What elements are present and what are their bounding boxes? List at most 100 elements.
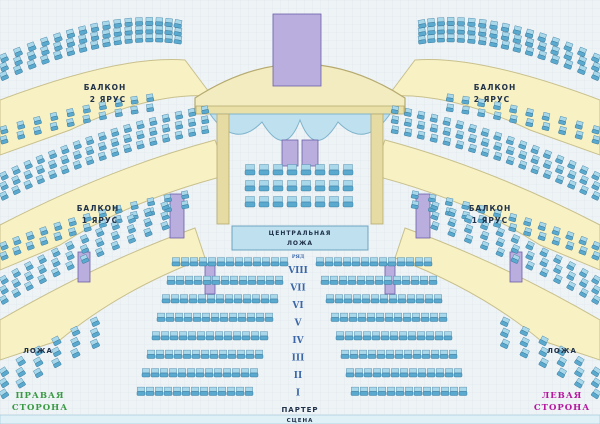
seat[interactable] <box>404 386 414 396</box>
seat[interactable] <box>431 386 441 396</box>
seat[interactable] <box>427 34 436 44</box>
seat[interactable] <box>95 237 105 248</box>
seat[interactable] <box>350 386 360 396</box>
seat[interactable] <box>489 29 499 39</box>
seat[interactable] <box>442 116 452 126</box>
seat[interactable] <box>356 275 366 285</box>
seat[interactable] <box>191 349 201 359</box>
seat[interactable] <box>505 135 515 146</box>
seat[interactable] <box>82 104 91 114</box>
seat[interactable] <box>192 312 202 322</box>
seat[interactable] <box>98 111 107 121</box>
seat[interactable] <box>338 275 348 285</box>
seat[interactable] <box>464 224 474 234</box>
seat[interactable] <box>455 130 465 140</box>
seat[interactable] <box>342 180 354 192</box>
seat[interactable] <box>13 55 23 66</box>
seat[interactable] <box>155 33 164 43</box>
seat[interactable] <box>550 54 560 65</box>
seat[interactable] <box>110 147 120 157</box>
seat[interactable] <box>146 103 155 113</box>
seat[interactable] <box>254 349 264 359</box>
seat[interactable] <box>65 250 75 261</box>
seat[interactable] <box>539 267 549 278</box>
seat[interactable] <box>143 207 153 218</box>
seat[interactable] <box>249 368 259 378</box>
seat[interactable] <box>85 135 95 146</box>
seat[interactable] <box>47 149 58 160</box>
seat[interactable] <box>245 349 255 359</box>
seat[interactable] <box>0 240 9 251</box>
seat[interactable] <box>251 294 261 304</box>
seat[interactable] <box>15 355 26 367</box>
seat[interactable] <box>480 230 490 241</box>
seat[interactable] <box>367 349 377 359</box>
seat[interactable] <box>359 386 369 396</box>
seat[interactable] <box>508 222 518 233</box>
seat[interactable] <box>113 204 123 214</box>
seat[interactable] <box>456 17 465 26</box>
seat[interactable] <box>173 349 183 359</box>
seat[interactable] <box>141 368 151 378</box>
seat[interactable] <box>244 196 256 208</box>
seat[interactable] <box>442 136 452 146</box>
seat[interactable] <box>410 200 420 210</box>
seat[interactable] <box>370 294 380 304</box>
seat[interactable] <box>213 368 223 378</box>
seat[interactable] <box>315 257 325 267</box>
seat[interactable] <box>478 27 487 37</box>
seat[interactable] <box>314 164 326 176</box>
seat[interactable] <box>123 133 132 143</box>
seat[interactable] <box>399 368 409 378</box>
seat[interactable] <box>445 103 454 113</box>
seat[interactable] <box>351 257 361 267</box>
seat[interactable] <box>258 180 270 192</box>
seat[interactable] <box>159 368 169 378</box>
seat[interactable] <box>579 165 589 175</box>
seat[interactable] <box>525 250 535 261</box>
seat[interactable] <box>136 386 146 396</box>
seat[interactable] <box>412 349 422 359</box>
seat[interactable] <box>550 45 560 56</box>
seat[interactable] <box>160 331 170 341</box>
seat[interactable] <box>395 386 405 396</box>
seat[interactable] <box>379 294 389 304</box>
seat[interactable] <box>124 26 133 36</box>
seat[interactable] <box>542 149 553 160</box>
seat[interactable] <box>443 331 453 341</box>
seat[interactable] <box>442 126 452 136</box>
seat[interactable] <box>110 127 120 137</box>
seat[interactable] <box>67 227 77 237</box>
seat[interactable] <box>47 169 58 180</box>
seat[interactable] <box>244 386 254 396</box>
seat[interactable] <box>189 257 199 267</box>
seat[interactable] <box>424 294 434 304</box>
seat[interactable] <box>567 159 577 170</box>
seat[interactable] <box>164 26 173 36</box>
seat[interactable] <box>493 218 502 228</box>
seat[interactable] <box>163 386 173 396</box>
seat[interactable] <box>174 312 184 322</box>
seat[interactable] <box>591 180 600 191</box>
seat[interactable] <box>574 120 584 130</box>
seat[interactable] <box>190 386 200 396</box>
seat[interactable] <box>39 236 49 246</box>
seat[interactable] <box>66 108 75 118</box>
seat[interactable] <box>113 36 122 46</box>
seat[interactable] <box>384 312 394 322</box>
seat[interactable] <box>493 141 503 151</box>
seat[interactable] <box>78 43 88 53</box>
seat[interactable] <box>214 331 224 341</box>
seat[interactable] <box>16 120 26 130</box>
seat[interactable] <box>430 201 440 211</box>
seat[interactable] <box>537 221 547 231</box>
seat[interactable] <box>430 349 440 359</box>
seat[interactable] <box>328 164 340 176</box>
seat[interactable] <box>558 116 567 126</box>
seat[interactable] <box>328 196 340 208</box>
seat[interactable] <box>348 312 358 322</box>
seat[interactable] <box>244 164 256 176</box>
seat[interactable] <box>456 25 465 35</box>
seat[interactable] <box>82 222 92 233</box>
seat[interactable] <box>427 26 436 36</box>
